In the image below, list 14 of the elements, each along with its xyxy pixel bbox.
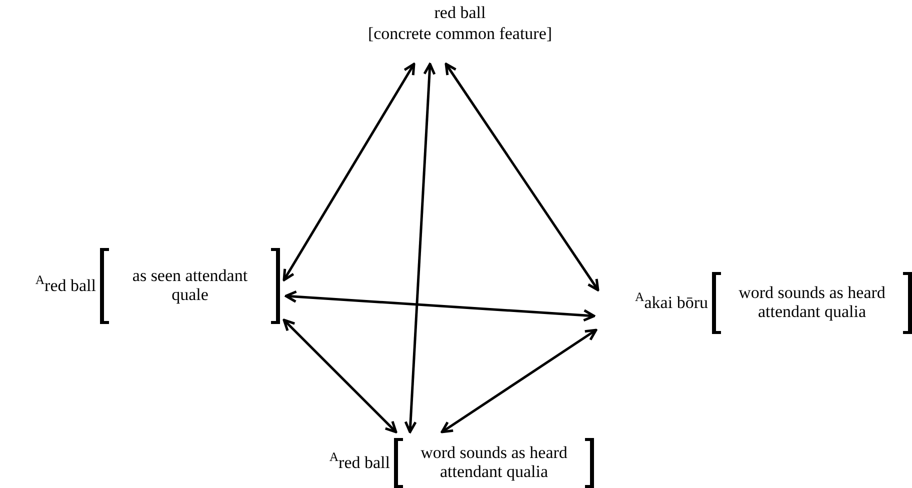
- node-label: $^{A}$red ball: [329, 454, 390, 472]
- quale-description: word sounds as heard attendant qualia: [738, 284, 886, 322]
- node-label: $^{A}$red ball: [35, 276, 96, 296]
- node-label: [concrete common feature]: [368, 24, 552, 44]
- node-label: $^{A}$akai bōru: [635, 294, 708, 312]
- double-arrow: [444, 62, 600, 292]
- node-label: red ball: [434, 4, 486, 23]
- double-arrow: [282, 318, 398, 434]
- double-arrow: [282, 62, 416, 282]
- double-arrow: [284, 290, 596, 322]
- double-arrow: [404, 62, 436, 434]
- double-arrow: [440, 328, 598, 434]
- quale-description: word sounds as heard attendant qualia: [420, 444, 568, 482]
- quale-description: as seen attendant quale: [131, 267, 249, 305]
